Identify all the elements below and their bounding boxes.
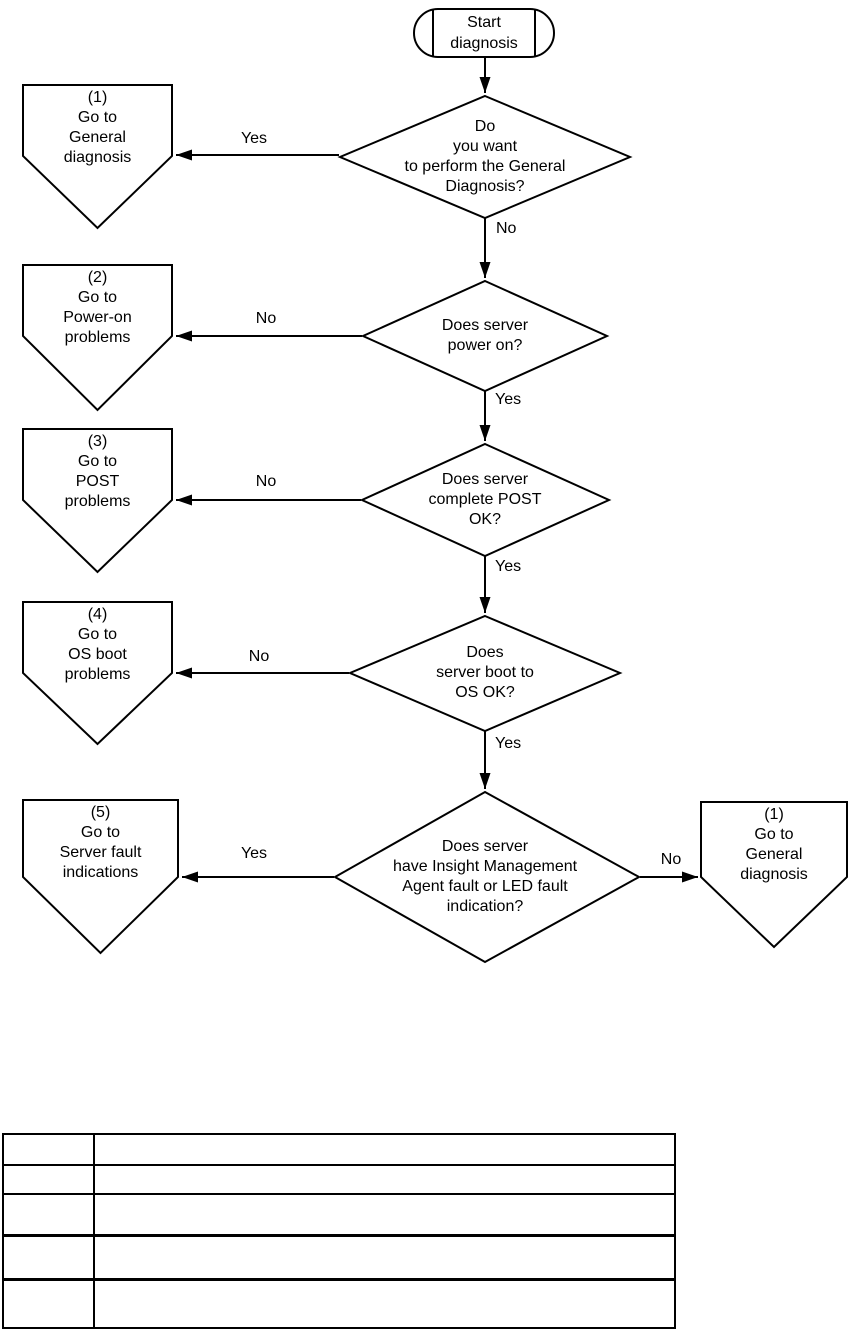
table-row xyxy=(2,1133,676,1166)
table-cell xyxy=(2,1278,95,1329)
table-row xyxy=(2,1193,676,1237)
table-cell xyxy=(93,1193,676,1237)
connector-2-shape xyxy=(22,264,173,412)
connector-4-shape xyxy=(22,601,173,746)
decision-3-label: Does server complete POST OK? xyxy=(428,471,542,528)
connector-6-label: (1) Go to General diagnosis xyxy=(740,806,808,883)
table-cell xyxy=(93,1133,676,1166)
edge-label-yes-1: Yes xyxy=(240,130,268,147)
edge-label-no-4: No xyxy=(248,648,270,665)
edge-label-no-2: No xyxy=(255,310,277,327)
edge-label-yes-2: Yes xyxy=(495,391,522,408)
connector-1-shape xyxy=(22,84,173,230)
decision-2-label: Does server power on? xyxy=(441,317,529,354)
connector-3-shape xyxy=(22,428,173,574)
decision-5-shape xyxy=(332,790,642,964)
bottom-table xyxy=(2,1133,676,1329)
connector-5-label: (5) Go to Server fault indications xyxy=(59,804,142,881)
table-cell xyxy=(2,1133,95,1166)
connector-5-shape xyxy=(22,799,179,955)
decision-4-label: Does server boot to OS OK? xyxy=(436,644,534,701)
connector-6-shape xyxy=(700,801,848,949)
table-cell xyxy=(93,1278,676,1329)
table-cell xyxy=(2,1193,95,1237)
edge-label-yes-4: Yes xyxy=(495,735,522,752)
table-cell xyxy=(93,1164,676,1195)
connector-4-label: (4) Go to OS boot problems xyxy=(64,606,131,683)
edge-label-no-5: No xyxy=(660,851,682,868)
edge-label-yes-5: Yes xyxy=(240,845,268,862)
table-row xyxy=(2,1234,676,1281)
decision-1-label: Do you want to perform the General Diagn… xyxy=(404,118,566,195)
edge-label-no-1: No xyxy=(496,220,517,237)
connector-1-label: (1) Go to General diagnosis xyxy=(63,89,132,166)
start-node-label: Start diagnosis xyxy=(450,14,518,52)
start-terminator-shape xyxy=(413,8,555,58)
table-row xyxy=(2,1164,676,1195)
connector-2-label: (2) Go to Power-on problems xyxy=(63,269,132,346)
table-cell xyxy=(2,1234,95,1281)
table-cell xyxy=(93,1234,676,1281)
table-cell xyxy=(2,1164,95,1195)
edge-label-yes-3: Yes xyxy=(495,558,522,575)
edge-label-no-3: No xyxy=(255,473,277,490)
connector-3-label: (3) Go to POST problems xyxy=(64,433,131,510)
table-row xyxy=(2,1278,676,1329)
decision-5-label: Does server have Insight Management Agen… xyxy=(392,838,578,915)
